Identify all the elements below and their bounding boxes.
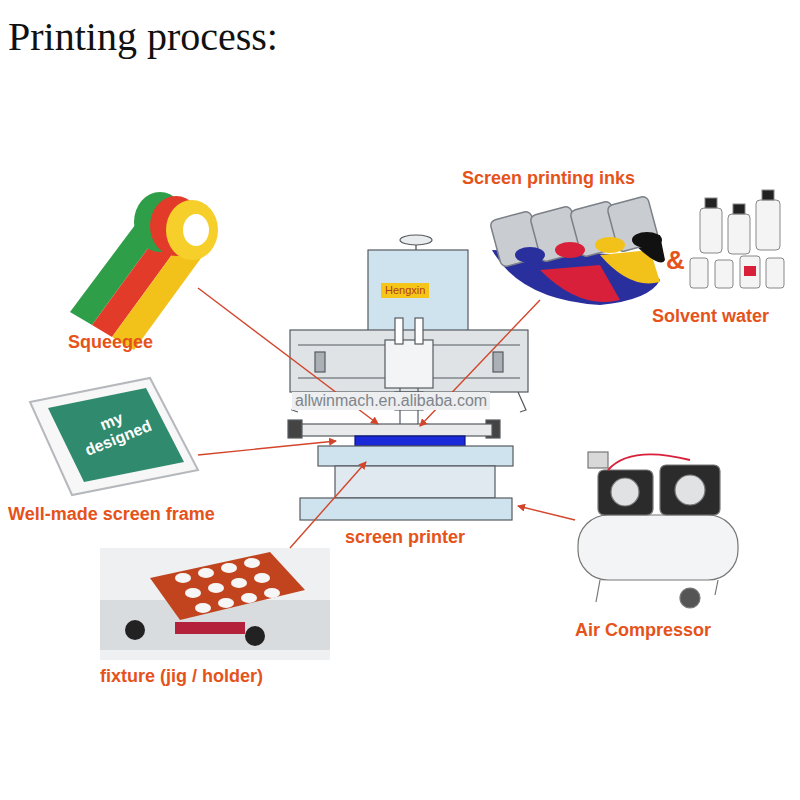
screen-printer-picture — [288, 235, 528, 520]
part-label-slot: Solvent water — [652, 306, 769, 327]
part-label: screen printer — [345, 527, 465, 548]
page-title-slot: Printing process: — [8, 14, 278, 60]
fixture-picture — [100, 548, 330, 660]
part-label: Solvent water — [652, 306, 769, 327]
air-compressor-picture — [578, 452, 738, 608]
watermark-slot: allwinmach.en.alibaba.com — [292, 392, 490, 410]
squeegee-picture — [70, 192, 218, 350]
part-label-slot: Squeegee — [68, 332, 153, 353]
part-label-slot: Well-made screen frame — [8, 504, 215, 525]
ink-cans-picture — [490, 195, 665, 305]
solvent-bottles-picture — [690, 190, 784, 288]
part-label-slot: fixture (jig / holder) — [100, 666, 263, 687]
part-label: Air Compressor — [575, 620, 711, 641]
part-label: fixture (jig / holder) — [100, 666, 263, 687]
screen-frame-picture — [30, 378, 198, 495]
brand-plate-slot: Hengxin — [381, 280, 429, 298]
leader-line — [198, 288, 575, 548]
watermark: allwinmach.en.alibaba.com — [292, 392, 490, 410]
ampersand: & — [666, 246, 685, 276]
part-label: Squeegee — [68, 332, 153, 353]
brand-plate: Hengxin — [381, 283, 429, 298]
part-label: Well-made screen frame — [8, 504, 215, 525]
part-label: Screen printing inks — [462, 168, 635, 189]
page-title: Printing process: — [8, 14, 278, 60]
ampersand-slot: & — [666, 246, 685, 276]
part-label-slot: screen printer — [345, 527, 465, 548]
part-label-slot: Screen printing inks — [462, 168, 635, 189]
part-label-slot: Air Compressor — [575, 620, 711, 641]
